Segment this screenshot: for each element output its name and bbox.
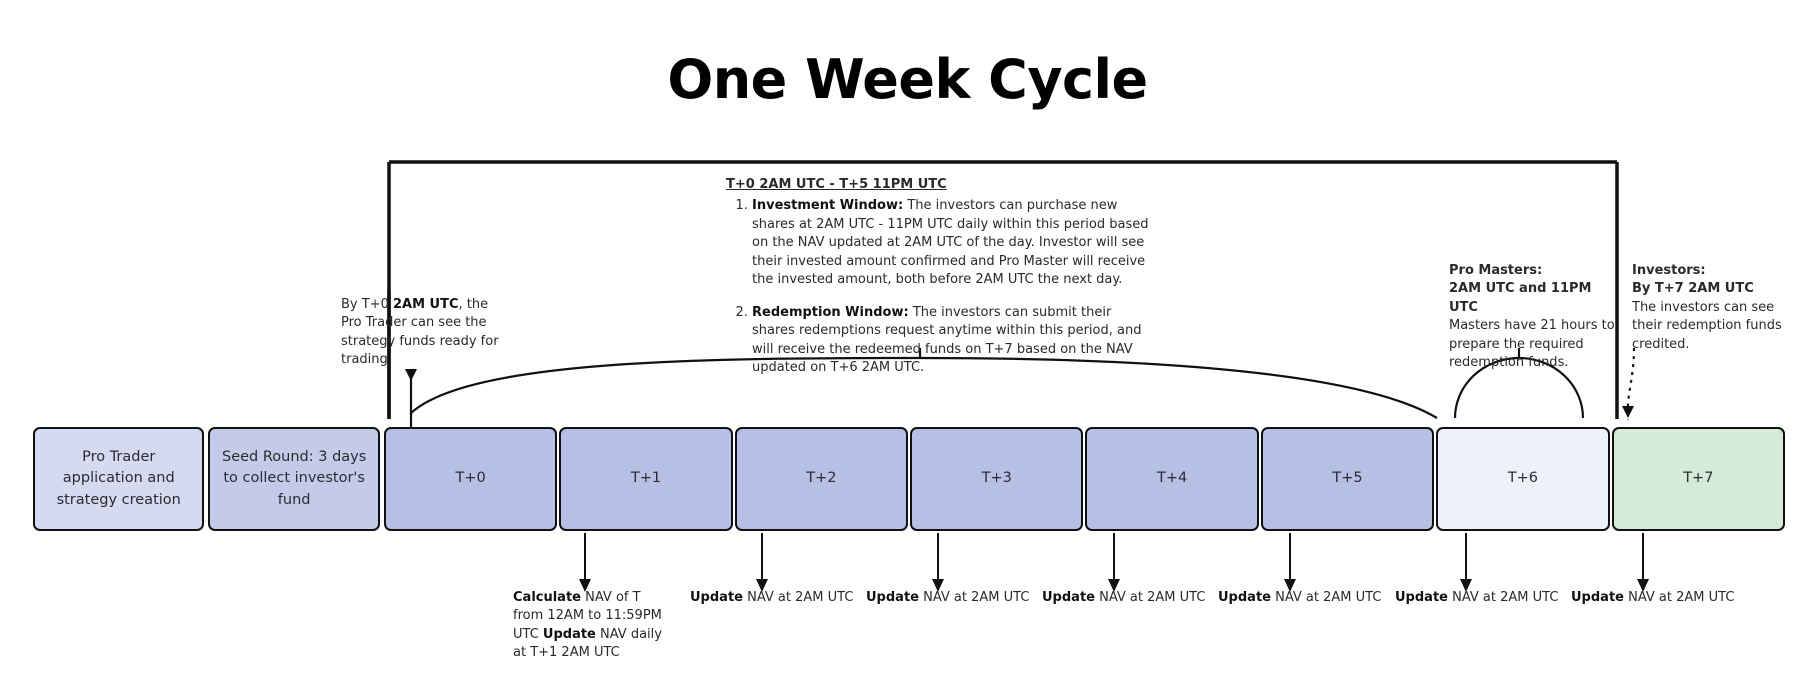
timeline-cell-t3[interactable]: T+3 — [910, 427, 1084, 531]
note-left-prefix: By T+0 — [341, 297, 393, 312]
timeline-cell-t7[interactable]: T+7 — [1611, 427, 1785, 531]
nav-note-t3: Update NAV at 2AM UTC — [1042, 589, 1212, 607]
nav-note-bold-1: Update — [1042, 590, 1095, 605]
nav-note-t2: Update NAV at 2AM UTC — [866, 589, 1036, 607]
note-window-heading: T+0 2AM UTC - T+5 11PM UTC — [726, 177, 947, 192]
nav-note-text-1: NAV at 2AM UTC — [918, 590, 1030, 605]
note-investment-redemption: T+0 2AM UTC - T+5 11PM UTC Investment Wi… — [726, 176, 1156, 392]
note-pro-masters-body: Masters have 21 hours to prepare the req… — [1449, 318, 1615, 371]
timeline-cell-pre[interactable]: Pro Trader application and strategy crea… — [33, 427, 205, 531]
nav-note-text-1: NAV at 2AM UTC — [1623, 590, 1735, 605]
timeline-cell-label: T+5 — [1332, 470, 1363, 487]
nav-note-bold-1: Update — [1571, 590, 1624, 605]
timeline-cell-label: T+0 — [455, 470, 486, 487]
timeline-cell-t1[interactable]: T+1 — [559, 427, 733, 531]
timeline-cell-label: T+3 — [981, 470, 1012, 487]
nav-note-t5: Update NAV at 2AM UTC — [1395, 589, 1565, 607]
note-investors-line2: By T+7 2AM UTC — [1632, 281, 1754, 297]
note-pro-masters-line2: 2AM UTC and 11PM UTC — [1449, 281, 1592, 315]
dotted-connector-t7-head — [1622, 406, 1634, 418]
note-window-item-body: The investors can purchase new shares at… — [752, 198, 1149, 288]
note-window-item-title: Investment Window: — [752, 198, 904, 214]
nav-note-t0: Calculate NAV of T from 12AM to 11:59PM … — [513, 589, 673, 663]
timeline-cell-t4[interactable]: T+4 — [1085, 427, 1259, 531]
nav-arrow-group — [584, 533, 1644, 588]
timeline-cell-label: T+7 — [1683, 470, 1714, 487]
timeline-cell-seed[interactable]: Seed Round: 3 days to collect investor's… — [208, 427, 380, 531]
nav-note-bold-1: Update — [1395, 590, 1448, 605]
note-investors-line1: Investors: — [1632, 263, 1706, 278]
nav-note-bold-1: Update — [866, 590, 919, 605]
note-investors: Investors: By T+7 2AM UTC The investors … — [1632, 262, 1807, 354]
nav-note-bold-2: Update — [542, 626, 596, 642]
nav-note-text-2: NAV daily at T+1 2AM UTC — [513, 626, 662, 661]
note-left-bold: 2AM UTC — [392, 297, 459, 312]
nav-note-t6: Update NAV at 2AM UTC — [1571, 589, 1741, 607]
timeline-cell-t6[interactable]: T+6 — [1436, 427, 1610, 531]
note-left-rest: , the Pro Trader can see the strategy fu… — [341, 297, 499, 368]
note-window-item-redemption: Redemption Window: The investors can sub… — [752, 304, 1156, 378]
nav-note-bold-1: Update — [690, 590, 743, 605]
timeline-cell-label: T+1 — [630, 470, 662, 487]
note-window-item-investment: Investment Window: The investors can pur… — [752, 197, 1156, 289]
nav-note-text-1: NAV of T from 12AM to 11:59PM UTC — [513, 590, 662, 642]
nav-note-t4: Update NAV at 2AM UTC — [1218, 589, 1388, 607]
nav-note-text-1: NAV at 2AM UTC — [742, 590, 854, 605]
arrow-t0-up-head — [405, 369, 417, 381]
timeline-cell-label: T+6 — [1507, 470, 1539, 487]
note-pro-masters: Pro Masters: 2AM UTC and 11PM UTC Master… — [1449, 262, 1624, 373]
timeline-cell-t2[interactable]: T+2 — [734, 427, 909, 531]
timeline-cell-label: Seed Round: 3 days to collect investor's… — [222, 449, 367, 508]
note-window-item-body: The investors can submit their shares re… — [752, 304, 1142, 376]
dotted-connector-t7 — [1626, 347, 1636, 421]
timeline-cell-label: T+4 — [1157, 470, 1188, 487]
timeline-cell-t5[interactable]: T+5 — [1260, 427, 1435, 531]
nav-note-bold-1: Update — [1218, 590, 1271, 605]
nav-note-text-1: NAV at 2AM UTC — [1094, 590, 1206, 605]
note-window-item-title: Redemption Window: — [752, 304, 909, 320]
note-investors-body: The investors can see their redemption f… — [1632, 299, 1782, 352]
nav-note-t1: Update NAV at 2AM UTC — [690, 589, 860, 607]
timeline-cell-t0[interactable]: T+0 — [383, 427, 558, 531]
timeline-cell-label: T+2 — [806, 470, 837, 487]
nav-note-text-1: NAV at 2AM UTC — [1270, 590, 1382, 605]
note-pro-masters-line1: Pro Masters: — [1449, 263, 1543, 278]
note-pro-trader: By T+0 2AM UTC, the Pro Trader can see t… — [341, 296, 511, 370]
note-window-list: Investment Window: The investors can pur… — [726, 197, 1156, 377]
nav-note-text-1: NAV at 2AM UTC — [1447, 590, 1559, 605]
timeline-row: Pro Trader application and strategy crea… — [33, 427, 1785, 531]
timeline-cell-label: Pro Trader application and strategy crea… — [56, 449, 181, 508]
page-title: One Week Cycle — [667, 48, 1148, 111]
nav-note-bold-1: Calculate — [513, 590, 581, 605]
